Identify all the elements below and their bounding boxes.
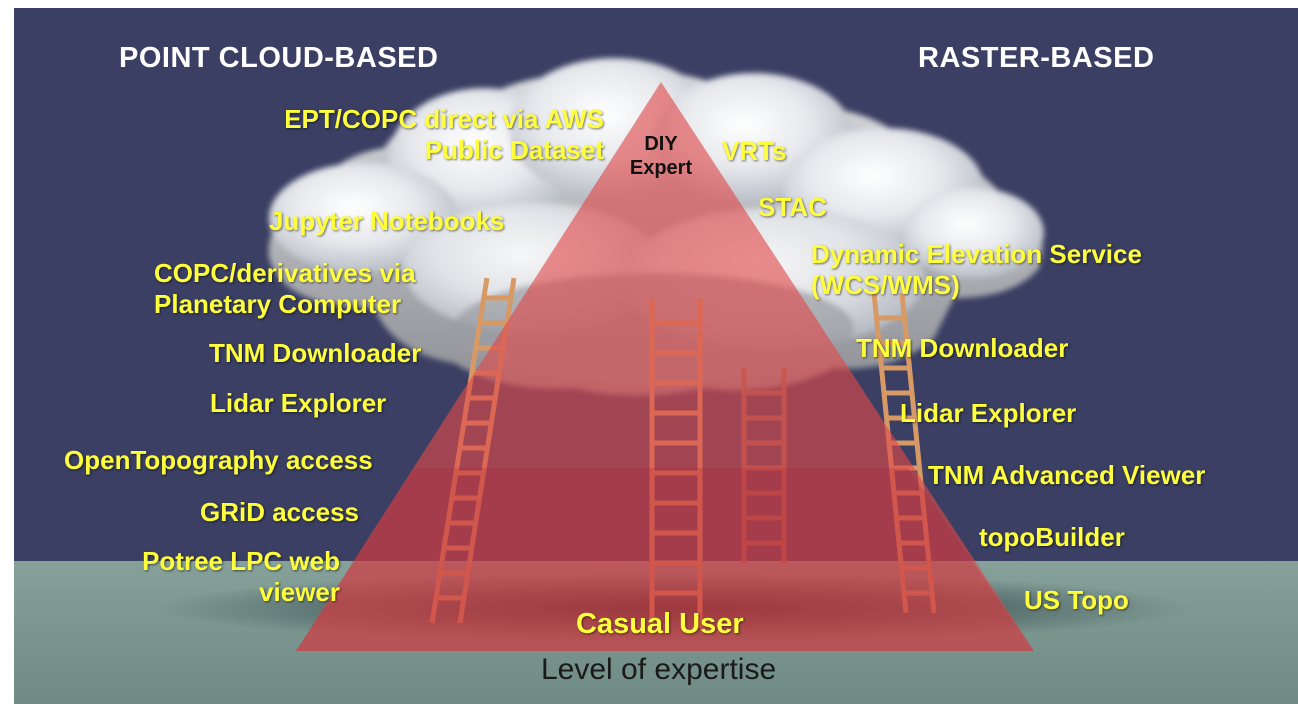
raster-header: RASTER-BASED xyxy=(918,42,1155,74)
raster-tool-topobuilder: topoBuilder xyxy=(979,522,1125,552)
pc-tool-planetary-computer: COPC/derivatives via Planetary Computer xyxy=(154,258,416,319)
raster-tool-lidar-explorer: Lidar Explorer xyxy=(900,398,1077,428)
expertise-pyramid xyxy=(296,82,1034,651)
raster-tool-tnm-advanced-viewer: TNM Advanced Viewer xyxy=(928,460,1206,490)
point-cloud-header: POINT CLOUD-BASED xyxy=(119,42,439,74)
raster-tool-tnm-downloader: TNM Downloader xyxy=(856,333,1069,363)
pc-tool-opentopography: OpenTopography access xyxy=(64,445,373,475)
pc-tool-tnm-downloader: TNM Downloader xyxy=(209,338,422,368)
pc-tool-grid: GRiD access xyxy=(200,497,359,527)
apex-label: DIY Expert xyxy=(629,133,693,179)
raster-tool-stac: STAC xyxy=(758,192,827,222)
pyramid-base-shade xyxy=(296,468,1034,651)
expertise-pyramid-slide: POINT CLOUD-BASED RASTER-BASED DIY Exper… xyxy=(14,8,1298,704)
pc-tool-potree: Potree LPC web viewer xyxy=(142,546,340,607)
axis-label: Level of expertise xyxy=(541,653,777,686)
pc-tool-ept-copc: EPT/COPC direct via AWS Public Dataset xyxy=(284,104,604,165)
raster-tool-vrts: VRTs xyxy=(722,136,787,166)
scene-illustration xyxy=(14,8,1298,704)
raster-tool-us-topo: US Topo xyxy=(1024,585,1129,615)
pc-tool-lidar-explorer: Lidar Explorer xyxy=(210,388,387,418)
pc-tool-jupyter: Jupyter Notebooks xyxy=(269,206,505,236)
base-label: Casual User xyxy=(576,608,744,640)
raster-tool-dynamic-elevation: Dynamic Elevation Service (WCS/WMS) xyxy=(811,239,1142,300)
